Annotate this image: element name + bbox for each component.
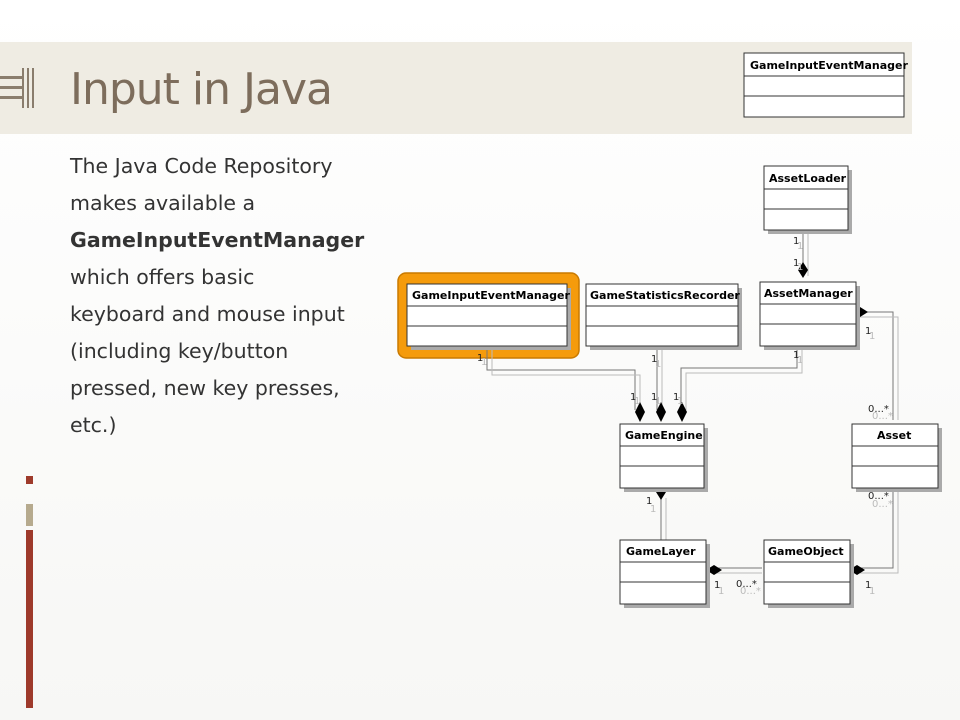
- class-game-input-event-manager: GameInputEventManager: [406, 283, 571, 350]
- svg-text:1: 1: [634, 396, 640, 407]
- class-asset: Asset: [851, 423, 942, 492]
- multiplicity: 1: [865, 326, 871, 337]
- class-name: Asset: [877, 429, 911, 442]
- multiplicity: 1: [477, 353, 483, 364]
- page-title: Input in Java: [70, 64, 333, 115]
- multiplicity: 0...*: [868, 491, 889, 502]
- class-name: GameInputEventManager: [412, 289, 570, 302]
- multiplicity: 1: [651, 392, 657, 403]
- class-name: GameEngine: [625, 429, 703, 442]
- accent-bar-mid: [26, 504, 33, 526]
- class-game-object: GameObject: [763, 539, 854, 608]
- svg-text:1: 1: [655, 359, 661, 370]
- accent-bar-top: [26, 476, 33, 484]
- multiplicity: 1: [646, 496, 652, 507]
- multiplicity: 1: [793, 236, 799, 247]
- svg-text:1: 1: [650, 504, 656, 515]
- svg-text:0...*: 0...*: [740, 586, 761, 597]
- multiplicity: 0...*: [736, 579, 757, 590]
- multiplicity-labels: 1 1 1 1 1 1 1 1 1 1 1 1 1 1 1 1 1 1 0...…: [477, 236, 893, 597]
- svg-text:1: 1: [797, 241, 803, 252]
- multiplicity: 1: [865, 580, 871, 591]
- class-asset-loader: AssetLoader: [763, 165, 852, 234]
- multiplicity: 1: [793, 258, 799, 269]
- class-game-layer: GameLayer: [619, 539, 710, 608]
- multiplicity: 0...*: [868, 404, 889, 415]
- composition-diamonds: [635, 262, 868, 575]
- accent-bar-main: [26, 530, 33, 708]
- multiplicity: 1: [673, 392, 679, 403]
- svg-text:1: 1: [797, 262, 803, 273]
- body-line: which offers basic: [70, 265, 255, 289]
- svg-text:0...*: 0...*: [872, 411, 893, 422]
- class-name: GameLayer: [626, 545, 696, 558]
- decorative-lines: [0, 68, 34, 108]
- body-line: pressed, new key presses,: [70, 376, 340, 400]
- class-game-statistics-recorder: GameStatisticsRecorder: [585, 283, 742, 350]
- legend-class-name: GameInputEventManager: [750, 59, 908, 72]
- body-line: makes available a: [70, 191, 256, 215]
- body-line: keyboard and mouse input: [70, 302, 345, 326]
- class-name: AssetManager: [764, 287, 853, 300]
- body-text: The Java Code Repository makes available…: [70, 148, 380, 444]
- multiplicity: 1: [630, 392, 636, 403]
- svg-text:1: 1: [677, 396, 683, 407]
- multiplicity: 1: [793, 350, 799, 361]
- class-name: GameObject: [768, 545, 844, 558]
- svg-text:1: 1: [655, 396, 661, 407]
- svg-text:1: 1: [481, 357, 487, 368]
- multiplicity: 1: [714, 580, 720, 591]
- svg-text:1: 1: [869, 586, 875, 597]
- body-line: (including key/button: [70, 339, 289, 363]
- association-lines: [486, 230, 899, 574]
- body-line-bold: GameInputEventManager: [70, 228, 365, 252]
- multiplicity: 1: [651, 354, 657, 365]
- class-name: GameStatisticsRecorder: [590, 289, 740, 302]
- svg-text:1: 1: [797, 355, 803, 366]
- svg-text:0...*: 0...*: [872, 499, 893, 510]
- class-game-engine: GameEngine: [619, 423, 708, 492]
- body-line: The Java Code Repository: [70, 154, 333, 178]
- svg-text:1: 1: [869, 331, 875, 342]
- body-line: etc.): [70, 413, 117, 437]
- class-name: AssetLoader: [769, 172, 847, 185]
- legend-class-box: GameInputEventManager: [743, 52, 908, 118]
- class-asset-manager: AssetManager: [759, 281, 860, 350]
- svg-text:1: 1: [718, 586, 724, 597]
